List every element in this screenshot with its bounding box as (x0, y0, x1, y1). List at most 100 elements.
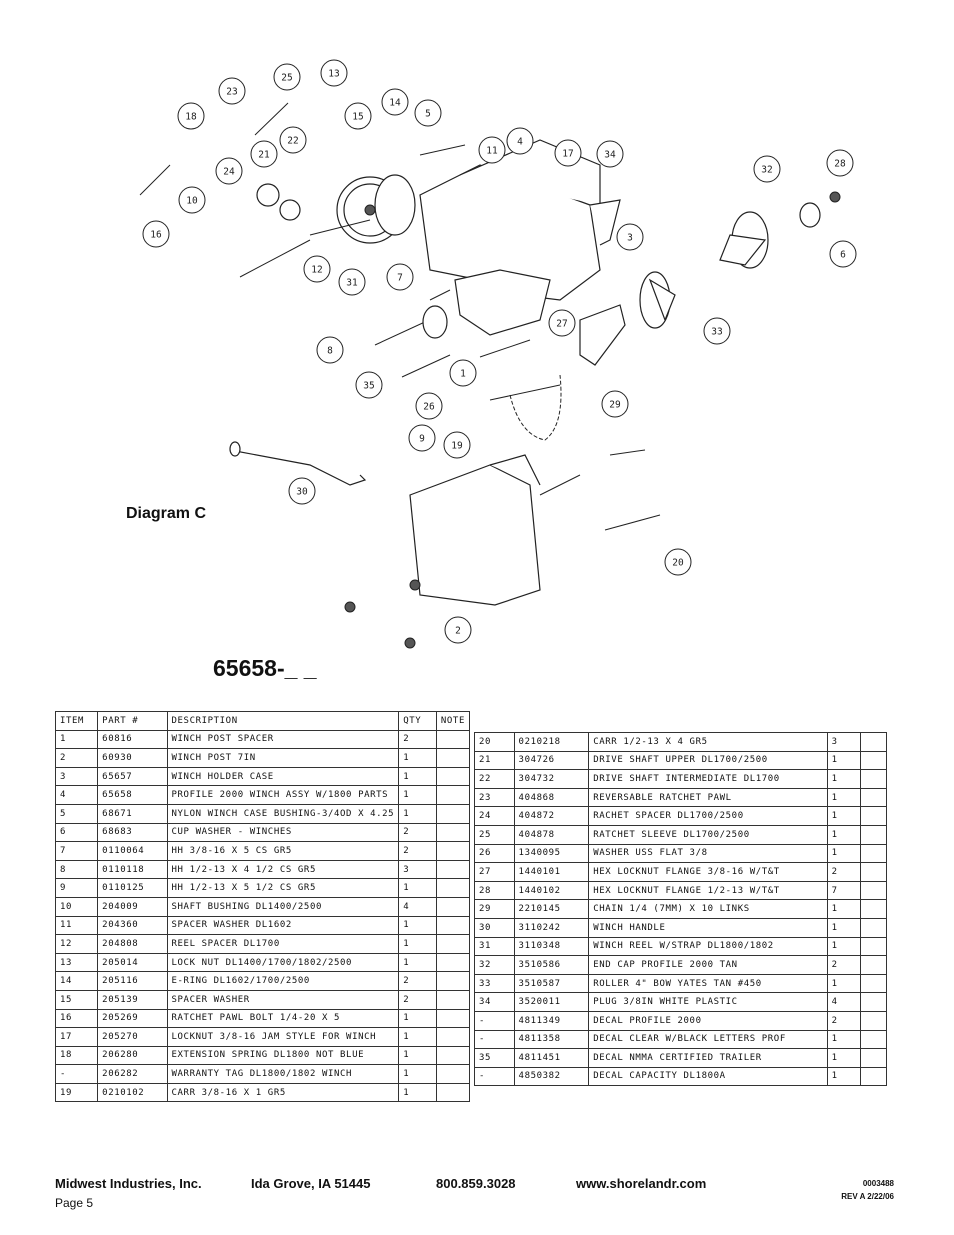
cell-desc: PROFILE 2000 WINCH ASSY W/1800 PARTS (166, 785, 400, 805)
cell-item: 18 (54, 1045, 99, 1066)
svg-text:29: 29 (609, 400, 621, 411)
callout-16: 16 (142, 220, 170, 248)
cell-note (859, 973, 888, 994)
page-number: Page 5 (55, 1196, 94, 1210)
cell-qty: 1 (398, 1045, 437, 1066)
svg-text:26: 26 (423, 402, 435, 413)
svg-text:27: 27 (556, 319, 567, 330)
svg-text:12: 12 (311, 265, 322, 276)
cell-item: 9 (54, 878, 99, 898)
cell-item: 30 (474, 917, 515, 938)
callout-20: 20 (664, 548, 692, 576)
svg-text:7: 7 (397, 273, 403, 284)
cell-item: 25 (474, 824, 515, 845)
svg-text:3: 3 (627, 233, 633, 244)
svg-text:9: 9 (419, 434, 425, 445)
cell-desc: CARR 1/2-13 X 4 GR5 (588, 732, 828, 752)
footer-phone: 800.859.3028 (436, 1176, 516, 1191)
cell-item: 10 (54, 896, 99, 917)
cell-part: 3510586 (513, 955, 590, 975)
cell-part: 3110348 (513, 936, 590, 957)
cell-item: 24 (474, 806, 515, 826)
cell-qty: 2 (398, 971, 437, 991)
svg-text:20: 20 (672, 558, 684, 569)
svg-text:8: 8 (327, 346, 333, 357)
cell-part: 65657 (97, 766, 168, 787)
cell-qty: 4 (398, 896, 437, 917)
cell-item: 15 (54, 989, 99, 1010)
cell-item: 12 (54, 934, 99, 954)
cell-note (435, 1008, 471, 1029)
cell-part: 1440101 (513, 862, 590, 882)
callout-23: 23 (218, 77, 246, 105)
cell-qty: 1 (398, 1082, 437, 1103)
cell-item: 35 (474, 1048, 515, 1068)
cell-desc: HEX LOCKNUT FLANGE 1/2-13 W/T&T (588, 880, 828, 901)
svg-text:23: 23 (226, 87, 237, 98)
cell-note (859, 787, 888, 808)
cell-note (859, 992, 888, 1012)
svg-text:31: 31 (346, 278, 358, 289)
cell-part: 0110118 (97, 859, 168, 880)
cell-item: 11 (54, 915, 99, 936)
cell-part: 204360 (97, 915, 168, 936)
cell-desc: EXTENSION SPRING DL1800 NOT BLUE (166, 1045, 400, 1066)
cell-part: 0110125 (97, 878, 168, 898)
cell-qty: 2 (826, 862, 861, 882)
header-part: PART # (97, 711, 168, 731)
cell-note (859, 769, 888, 789)
cell-note (435, 822, 471, 843)
svg-text:4: 4 (517, 137, 523, 148)
cell-qty: 3 (398, 859, 437, 880)
cell-qty: 1 (826, 1066, 861, 1087)
svg-text:25: 25 (281, 73, 292, 84)
svg-text:34: 34 (604, 150, 616, 161)
cell-part: 404868 (513, 787, 590, 808)
cell-desc: RATCHET PAWL BOLT 1/4-20 X 5 (166, 1008, 400, 1029)
cell-desc: DECAL PROFILE 2000 (588, 1010, 828, 1031)
cell-desc: PLUG 3/8IN WHITE PLASTIC (588, 992, 828, 1012)
cell-desc: LOCK NUT DL1400/1700/1802/2500 (166, 952, 400, 973)
cell-part: 206280 (97, 1045, 168, 1066)
exploded-parts-diagram: 1234567891011121314151617181920212223242… (139, 59, 857, 649)
cell-desc: LOCKNUT 3/8-16 JAM STYLE FOR WINCH (166, 1027, 400, 1047)
cell-item: 3 (54, 766, 99, 787)
model-number: 65658-_ _ (213, 655, 317, 681)
svg-text:10: 10 (186, 196, 198, 207)
callout-25: 25 (273, 63, 301, 91)
cell-item: 8 (54, 859, 99, 880)
cell-qty: 2 (398, 822, 437, 843)
cell-note (435, 841, 471, 861)
diagram-label: Diagram C (126, 505, 207, 522)
cell-part: 3510587 (513, 973, 590, 994)
cell-qty: 1 (826, 936, 861, 957)
cell-desc: DECAL CAPACITY DL1800A (588, 1066, 828, 1087)
callout-14: 14 (381, 88, 409, 116)
header-qty: QTY (398, 711, 437, 731)
cell-desc: DECAL CLEAR W/BLACK LETTERS PROF (588, 1029, 828, 1050)
svg-text:11: 11 (486, 146, 498, 157)
svg-text:32: 32 (761, 165, 772, 176)
cell-qty: 1 (398, 785, 437, 805)
callout-22: 22 (279, 126, 307, 154)
cell-item: 6 (54, 822, 99, 843)
cell-desc: CARR 3/8-16 X 1 GR5 (166, 1082, 400, 1103)
cell-qty: 1 (826, 843, 861, 864)
cell-part: 0210218 (513, 732, 590, 752)
cell-qty: 1 (826, 917, 861, 938)
cell-part: 1340095 (513, 843, 590, 864)
cell-part: 205270 (97, 1027, 168, 1047)
callout-1: 1 (449, 359, 477, 387)
cell-qty: 1 (398, 878, 437, 898)
